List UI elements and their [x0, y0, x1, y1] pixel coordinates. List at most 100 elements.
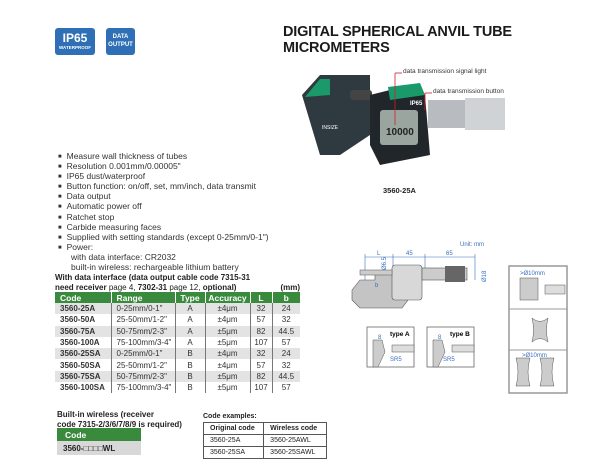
min-dia-label: >Ø10mm: [522, 353, 547, 359]
spec-cell: 32: [281, 315, 291, 325]
spec-cell: ±5μm: [205, 336, 251, 349]
badge-sub: WATERPROOF: [59, 45, 91, 50]
spec-cell: 25-50mm/1-2": [111, 359, 176, 371]
sr5-label: SR5: [390, 357, 402, 363]
wireless-heading: Built-in wireless (receiver code 7315-2/…: [57, 410, 182, 429]
spec-cell: 25-50mm/1-2": [111, 314, 176, 326]
feature-item: Supplied with setting standards (except …: [58, 232, 269, 243]
heading-part: page 12,: [169, 282, 203, 292]
badge-line1: DATA: [112, 34, 129, 40]
badge-line2: OUTPUT: [108, 42, 133, 48]
spec-col-header: b: [272, 292, 300, 303]
spec-cell: 75-100mm/3-4": [111, 336, 176, 349]
power-line: with data interface: CR2032: [71, 251, 176, 262]
spec-cell: 57: [250, 359, 273, 371]
spec-col-header: Range: [111, 292, 176, 303]
spec-cell: ±5μm: [205, 370, 251, 383]
spec-cell: 50-75mm/2-3": [111, 325, 176, 337]
spec-table-heading: With data interface (data output cable c…: [55, 273, 300, 292]
spec-cell: A: [175, 314, 206, 326]
feature-item: Data output: [58, 192, 269, 202]
spec-cell: 3560-100SA: [55, 382, 112, 394]
spec-cell: 44.5: [272, 370, 300, 383]
feature-item: Automatic power off: [58, 202, 269, 212]
spec-cell: ±4μm: [205, 303, 251, 315]
sr5-label: SR5: [443, 357, 455, 363]
examples-cell: 3560-25A: [202, 434, 265, 447]
spec-cell: 57: [281, 383, 291, 393]
spec-cell: ±4μm: [205, 359, 251, 371]
spec-cell: 32: [250, 348, 273, 360]
spec-cell: 3560-75A: [55, 325, 112, 337]
heading-part: page 4,: [108, 282, 138, 292]
dim-8: 8: [378, 335, 382, 341]
dim-65: 65: [446, 251, 453, 257]
spec-col-header: Code: [55, 292, 112, 303]
dim-l: L: [377, 251, 381, 257]
spec-col-header: Type: [175, 292, 206, 303]
spec-cell: ±4μm: [205, 314, 251, 326]
dim-b: b: [375, 283, 379, 289]
spec-cell: 44.5: [272, 325, 300, 337]
feature-item: IP65 dust/waterproof: [58, 172, 269, 182]
spec-cell: 3560-50SA: [55, 359, 112, 371]
dim-d65: Ø6.5: [382, 256, 388, 270]
type-a-label: type A: [390, 331, 410, 338]
spec-cell: 0-25mm/0-1": [111, 348, 176, 360]
spec-cell: 0-25mm/0-1": [111, 303, 176, 315]
feature-list: Measure wall thickness of tubes Resoluti…: [58, 151, 269, 273]
spec-cell: 57: [250, 314, 273, 326]
dim-d18: Ø18: [482, 270, 488, 282]
product-caption: 3560-25A: [383, 186, 416, 195]
badge-main: IP65: [62, 31, 88, 45]
spec-cell: 32: [250, 303, 273, 315]
spec-cell: 3560-75SA: [55, 370, 112, 383]
dim-45: 45: [406, 251, 413, 257]
min-dia-label: >Ø10mm: [520, 271, 545, 277]
heading-part: 7302-31: [137, 282, 170, 292]
spec-cell: B: [175, 370, 206, 383]
brand-logo: INSIZE: [322, 125, 339, 131]
feature-item: Carbide measuring faces: [58, 222, 269, 233]
ip-mark: IP65: [410, 101, 423, 107]
spec-cell: 82: [250, 370, 273, 383]
heading-part: optional): [202, 282, 237, 292]
feature-item: Resolution 0.001mm/0.00005": [58, 162, 269, 172]
wireless-heading-line: code 7315-2/3/6/7/8/9 is required): [57, 419, 182, 429]
spec-cell: 57: [281, 338, 291, 348]
dimension-drawing: Unit: mm L 45 65 Ø6.5 Ø18 b type A type …: [351, 242, 568, 394]
spec-cell: A: [175, 336, 206, 349]
spec-col-header: L: [250, 292, 273, 303]
feature-item: Button function: on/off, set, mm/inch, d…: [58, 182, 269, 192]
unit-label: Unit: mm: [460, 242, 484, 248]
examples-col: Original code: [202, 422, 265, 435]
spec-cell: 82: [250, 325, 273, 337]
spec-cell: 3560-25SA: [55, 348, 112, 360]
dim-8: 8: [438, 335, 442, 341]
spec-cell: 107: [250, 336, 273, 349]
data-output-badge: DATA OUTPUT: [106, 28, 135, 55]
spec-cell: 75-100mm/3-4": [111, 382, 176, 394]
wireless-code-header: Code: [57, 428, 141, 441]
heading-part: need receiver: [55, 282, 109, 292]
examples-cell: 3560-25SAWL: [263, 446, 327, 459]
spec-cell: ±5μm: [205, 382, 251, 394]
display-readout: 10000: [386, 127, 414, 138]
spec-cell: A: [175, 325, 206, 337]
spec-cell: 107: [250, 382, 273, 394]
spec-cell: 3560-25A: [55, 303, 112, 315]
examples-cell: 3560-25AWL: [263, 434, 327, 447]
examples-cell: 3560-25SA: [202, 446, 265, 459]
micrometer-image: 10000 IP65 INSIZE: [302, 72, 505, 165]
spec-cell: 24: [272, 303, 300, 315]
callout-signal-light: data transmission signal light: [403, 68, 487, 75]
examples-col: Wireless code: [263, 422, 327, 435]
spec-cell: A: [175, 303, 206, 315]
